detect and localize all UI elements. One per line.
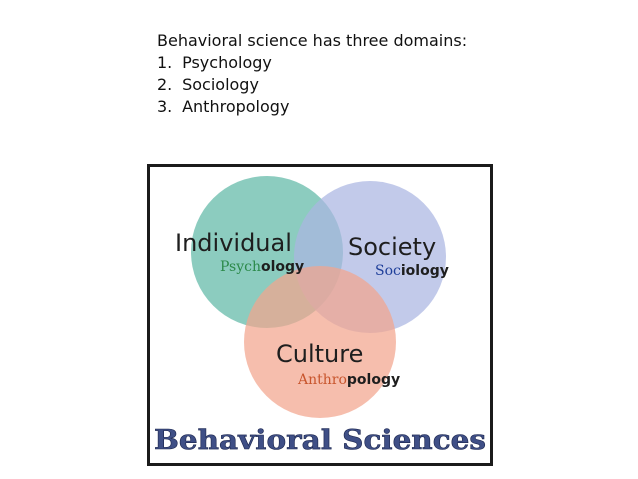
list-number: 2.	[157, 75, 173, 94]
sub-label-psychology: Psychology	[220, 259, 304, 275]
label-culture: Culture	[276, 340, 363, 368]
label-society: Society	[348, 233, 436, 261]
list-label: Psychology	[182, 53, 272, 72]
list-label: Sociology	[182, 75, 259, 94]
sub-label-colored: Soc	[375, 263, 401, 279]
circle-culture	[244, 266, 396, 418]
domain-list-item: 1. Psychology	[157, 52, 617, 74]
diagram-title: Behavioral Sciences	[154, 425, 486, 456]
sub-label-colored: Psych	[220, 259, 261, 275]
intro-heading: Behavioral science has three domains:	[157, 31, 468, 50]
list-number: 1.	[157, 53, 173, 72]
venn-diagram: Individual Psychology Society Sociology …	[154, 176, 486, 456]
sub-label-anthropology: Anthropology	[297, 372, 400, 388]
venn-diagram-frame: Individual Psychology Society Sociology …	[147, 164, 493, 466]
label-individual: Individual	[175, 229, 292, 257]
sub-label-colored: Anthro	[297, 372, 347, 388]
sub-label-plain: iology	[401, 263, 449, 279]
sub-label-plain: ology	[261, 259, 304, 275]
sub-label-plain: pology	[347, 372, 400, 388]
list-number: 3.	[157, 97, 173, 116]
list-label: Anthropology	[182, 97, 290, 116]
sub-label-sociology: Sociology	[375, 263, 449, 279]
domain-list-item: 3. Anthropology	[157, 96, 617, 118]
domain-list-item: 2. Sociology	[157, 74, 617, 96]
intro-text: Behavioral science has three domains: 1.…	[157, 30, 617, 118]
